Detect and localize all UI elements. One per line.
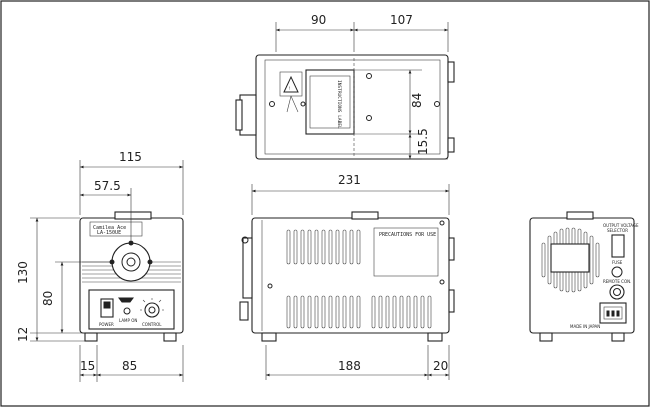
front-dimensions: 115 57.5 130 80 12 15 85 <box>16 150 184 382</box>
dim-side-foot: 20 <box>433 359 448 373</box>
dim-top-height: 84 <box>410 93 424 108</box>
front-view: Camilea Ace LA-150UE POWER LAMP ON <box>79 211 184 342</box>
side-vents-lower <box>286 295 432 329</box>
dim-front-foot: 12 <box>16 327 30 342</box>
precautions-label <box>373 227 439 277</box>
dim-top-right-width: 107 <box>390 13 413 27</box>
top-label-text: INSTRUCTIONS LABEL <box>336 80 342 129</box>
top-dimensions: 90 107 84 15.5 <box>275 13 449 160</box>
dim-side-length: 231 <box>338 173 361 187</box>
dim-front-panel-height: 80 <box>41 291 55 306</box>
brand-logo-icon <box>118 297 134 303</box>
dim-front-base: 85 <box>122 359 137 373</box>
warning-triangle-icon <box>283 75 299 93</box>
dim-front-width: 115 <box>119 150 142 164</box>
control-knob <box>144 302 160 318</box>
front-power-label: POWER <box>99 322 114 327</box>
front-lamp-label: LAMP ON <box>119 318 137 323</box>
rear-output-line2: SELECTOR <box>607 228 628 233</box>
side-vents-upper <box>286 229 361 265</box>
lamp-indicator <box>123 307 131 315</box>
rear-fan-vent <box>541 227 600 293</box>
side-precautions-text: PRECAUTIONS FOR USE <box>379 232 436 238</box>
dim-front-half: 57.5 <box>94 179 121 193</box>
svg-text:!: ! <box>289 86 291 91</box>
voltage-selector <box>611 234 625 258</box>
remote-connector <box>609 284 625 300</box>
dim-front-offset: 15 <box>80 359 95 373</box>
dim-top-foot: 15.5 <box>416 128 430 155</box>
dim-side-base: 188 <box>338 359 361 373</box>
dim-front-height: 130 <box>16 261 30 284</box>
front-model-line1: Camilea Ace <box>93 225 126 231</box>
fuse-holder <box>611 266 623 278</box>
front-model-line2: LA-150UE <box>97 230 121 236</box>
dim-top-left-width: 90 <box>311 13 326 27</box>
light-guide-port <box>111 242 151 282</box>
front-control-label: CONTROL <box>142 322 162 327</box>
rear-view: OUTPUT VOLTAGE SELECTOR FUSE REMOTE CON.… <box>529 211 639 342</box>
side-view: PRECAUTIONS FOR USE <box>239 211 455 342</box>
rear-fuse-label: FUSE <box>612 260 623 265</box>
rear-output-line1: OUTPUT VOLTAGE <box>603 223 639 228</box>
side-dimensions: 231 188 20 <box>251 173 450 380</box>
top-view: ! INSTRUCTIONS LABEL <box>235 54 455 160</box>
rear-origin-label: MADE IN JAPAN <box>570 324 600 329</box>
rear-remote-label: REMOTE CON. <box>603 279 631 284</box>
top-label-text-line: INSTRUCTIONS LABEL <box>336 80 342 129</box>
